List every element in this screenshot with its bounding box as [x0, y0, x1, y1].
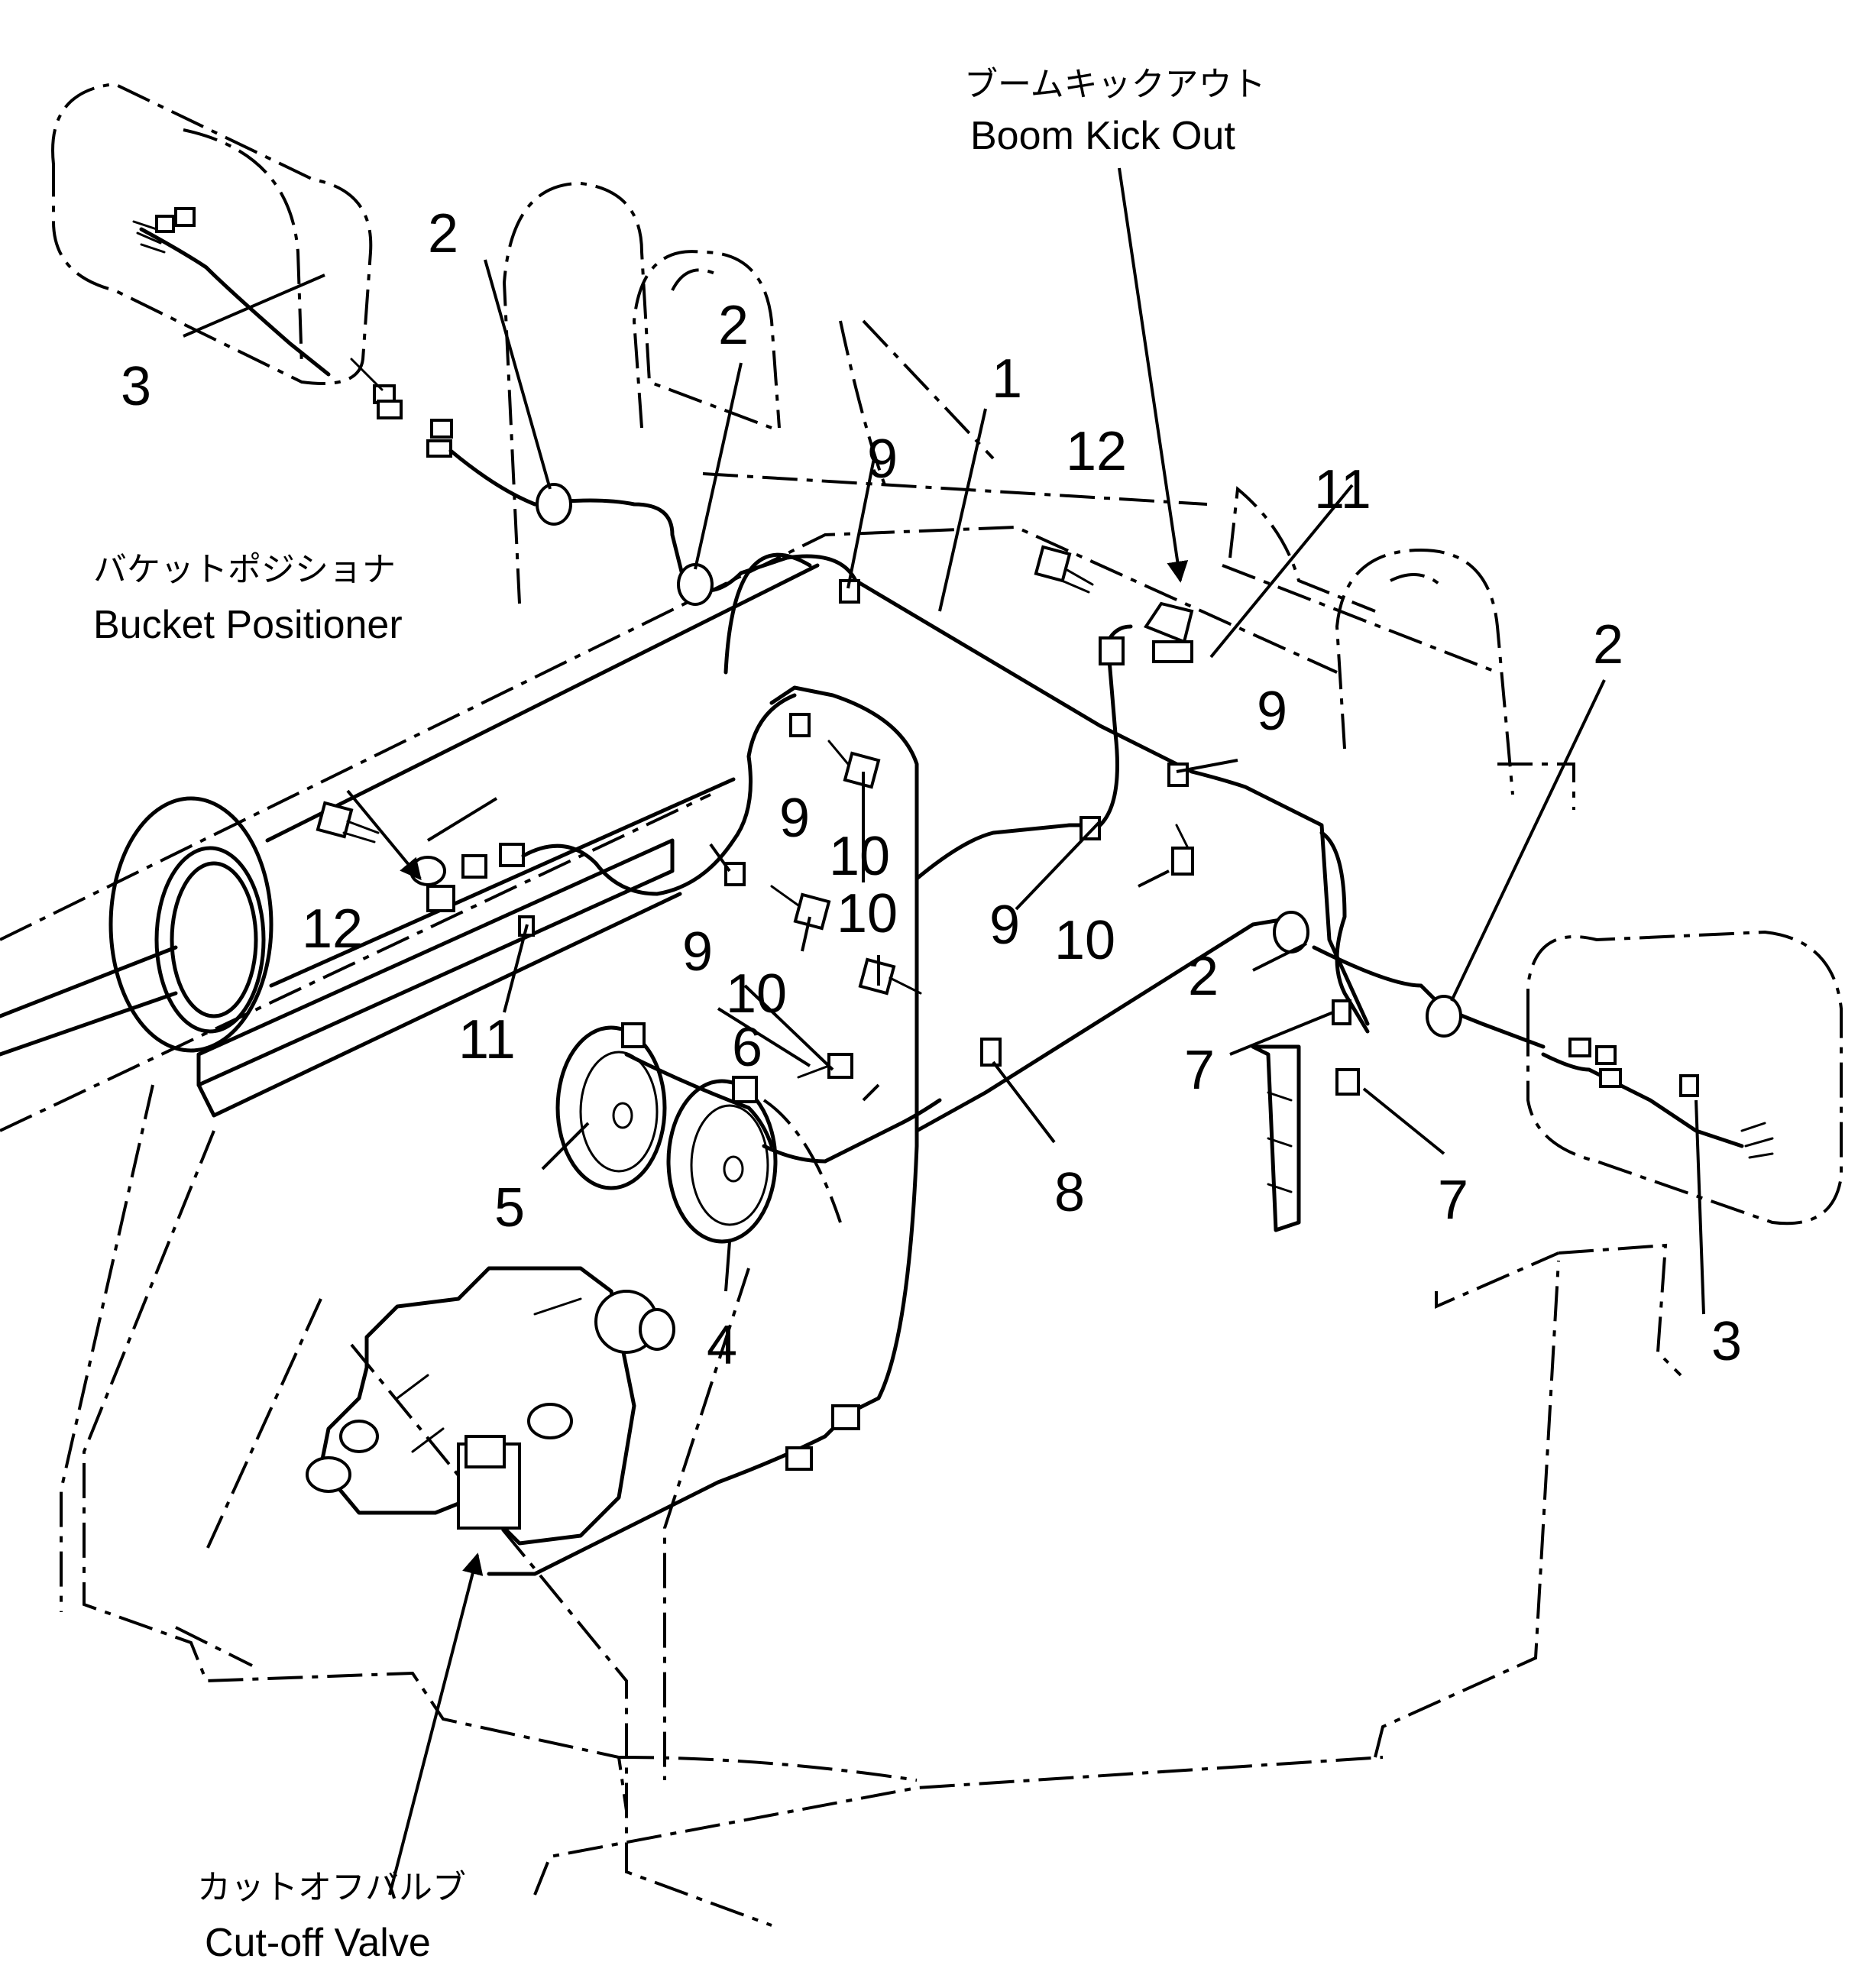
horn-rear [555, 1022, 667, 1190]
left-headlight-wiring [132, 207, 453, 458]
callout-9: 9 [682, 921, 713, 983]
caption-boom-kick-out: ブームキックアウト Boom Kick Out [964, 65, 1266, 158]
callout-12: 12 [302, 898, 363, 960]
callout-8: 8 [1054, 1162, 1085, 1223]
harness-clip [724, 579, 1189, 886]
callout-12: 12 [1066, 421, 1127, 482]
horn-front [666, 1076, 778, 1244]
loader-frame-outline [0, 82, 1843, 1927]
right-headlight-wiring [1541, 1038, 1774, 1159]
caption-bucket-positioner-en: Bucket Positioner [93, 603, 403, 647]
caption-bucket-positioner-jp: バケットポジショナ [93, 550, 396, 589]
callout-10: 10 [1054, 910, 1115, 971]
callout-2: 2 [1188, 946, 1219, 1007]
axle-assembly [0, 552, 1301, 1232]
callout-9: 9 [1257, 681, 1287, 742]
leader-lines [183, 167, 1705, 1896]
boom-kick-out-switch [1143, 601, 1194, 663]
callout-2: 2 [428, 203, 458, 264]
clamp [980, 1038, 1002, 1067]
callout-11: 11 [1314, 459, 1371, 520]
callout-11: 11 [458, 1009, 516, 1070]
grommet [536, 483, 1462, 1038]
caption-cutoff-valve-jp: カットオフバルブ [197, 1868, 466, 1907]
callout-7: 7 [1184, 1040, 1215, 1101]
bolt [316, 545, 1194, 1079]
callout-3: 3 [1711, 1311, 1742, 1372]
callout-6: 6 [732, 1017, 762, 1078]
callout-10: 10 [829, 826, 890, 887]
callout-1: 1 [992, 348, 1022, 410]
cutoff-valve [306, 1266, 675, 1546]
callout-3: 3 [121, 356, 151, 417]
clip [1332, 999, 1351, 1025]
callout-numbers: 1 2 2 2 2 3 3 4 5 6 7 7 8 9 9 9 9 9 10 1… [121, 203, 1742, 1376]
callout-4: 4 [707, 1315, 737, 1376]
callout-2: 2 [718, 295, 749, 356]
caption-boom-kick-out-en: Boom Kick Out [970, 114, 1235, 158]
callout-10: 10 [726, 963, 787, 1025]
callout-5: 5 [494, 1177, 525, 1238]
caption-cutoff-valve: カットオフバルブ Cut-off Valve [197, 1868, 466, 1965]
callout-9: 9 [989, 895, 1020, 956]
caption-cutoff-valve-en: Cut-off Valve [205, 1921, 431, 1965]
callout-10: 10 [837, 883, 898, 944]
caption-bucket-positioner: バケットポジショナ Bucket Positioner [93, 550, 403, 647]
main-wiring-harness [448, 448, 1546, 1576]
caption-boom-kick-out-jp: ブームキックアウト [964, 65, 1266, 104]
callout-9: 9 [867, 429, 898, 490]
callout-7: 7 [1438, 1170, 1468, 1231]
callout-2: 2 [1593, 614, 1623, 675]
callout-9: 9 [779, 788, 810, 849]
